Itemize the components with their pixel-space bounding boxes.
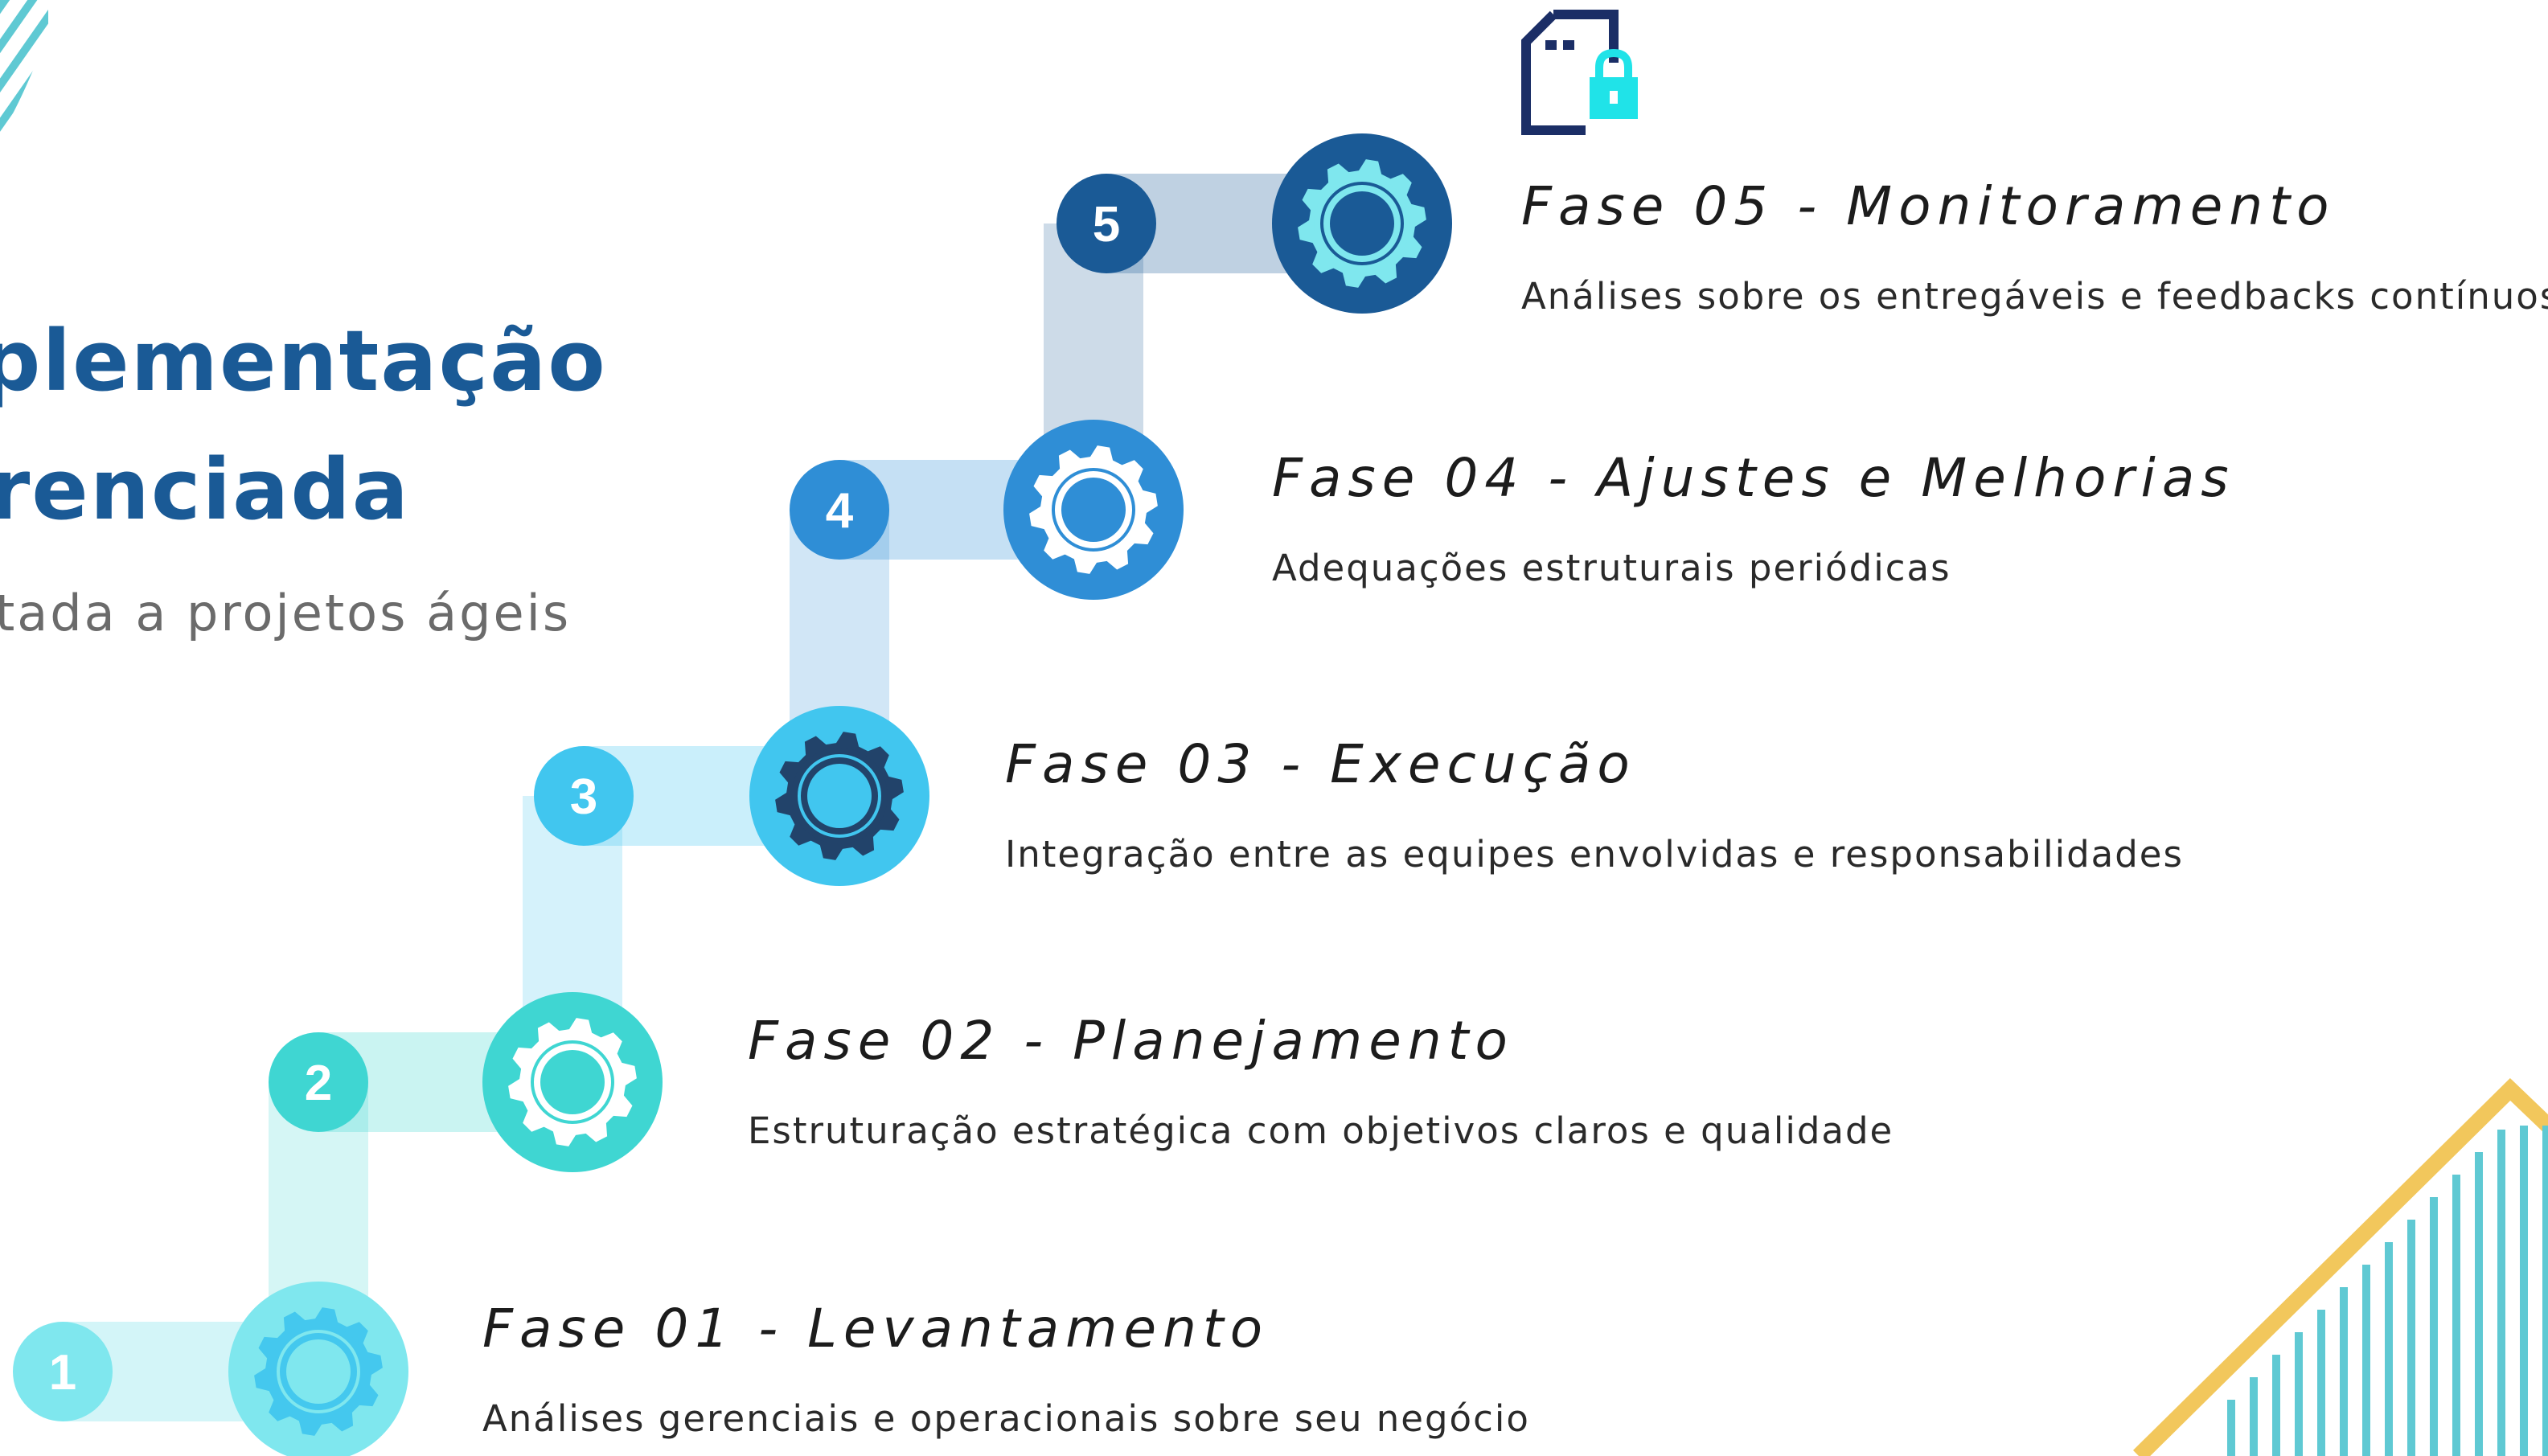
phase-numbers: 1 2 3 4 5 [13,174,1156,1421]
phase-2-number: 2 [305,1056,332,1111]
phase-2-number-badge: 2 [269,1032,368,1132]
phase-5-gear-icon [1272,133,1452,314]
stripe-line [2430,1197,2438,1456]
stripe-line [2452,1175,2460,1456]
stripe-line [2475,1152,2483,1456]
page-title-line-1: plementação [0,312,607,410]
stripe-line [2227,1400,2235,1456]
phase-4-description: Adequações estruturais periódicas [1272,547,1951,589]
corner-decoration-bottom-right [2132,1078,2548,1456]
phase-1-gear-icon [228,1282,408,1456]
stripe-line [2272,1355,2280,1456]
phase-5-number: 5 [1093,197,1120,252]
stripe-line [2250,1377,2258,1456]
phase-3-number: 3 [570,769,597,825]
phase-4-gear-icon [1003,420,1184,600]
phase-1-number-badge: 1 [13,1322,113,1421]
phase-3-description: Integração entre as equipes envolvidas e… [1005,833,2184,876]
stripe-line [2542,1126,2548,1456]
phase-3-number-badge: 3 [534,746,634,846]
phase-gears [228,133,1452,1456]
stripe-line [2317,1310,2325,1456]
phase-2-gear-icon [482,992,663,1172]
stripe-line [2385,1242,2393,1456]
stripe-line [2497,1130,2505,1456]
phase-5-number-badge: 5 [1057,174,1156,273]
stripe-line [2407,1220,2415,1456]
stripe-line [2295,1332,2303,1456]
stripe-line [2340,1287,2348,1456]
stripe-line [2520,1126,2528,1456]
phase-2-description: Estruturação estratégica com objetivos c… [748,1109,1894,1152]
page-title-line-2: renciada [0,441,410,539]
phase-1-description: Análises gerenciais e operacionais sobre… [482,1397,1530,1440]
page-subtitle: tada a projetos ágeis [0,584,572,642]
phase-4-number: 4 [826,483,854,539]
stripe-line [2362,1265,2370,1456]
phase-4-title: Fase 04 - Ajustes e Melhorias [1272,447,2235,509]
phase-5-title: Fase 05 - Monitoramento [1521,175,2336,237]
sd-card-lock-icon [1521,10,1638,135]
corner-stripes-top-left [0,0,48,137]
phase-4-number-badge: 4 [790,460,889,560]
phase-2-title: Fase 02 - Planejamento [748,1010,1514,1072]
phase-3-title: Fase 03 - Execução [1005,733,1636,795]
phase-1-number: 1 [49,1345,76,1401]
phase-5-description: Análises sobre os entregáveis e feedback… [1521,275,2548,318]
phase-1-title: Fase 01 - Levantamento [482,1298,1270,1360]
phase-3-gear-icon [749,706,929,886]
